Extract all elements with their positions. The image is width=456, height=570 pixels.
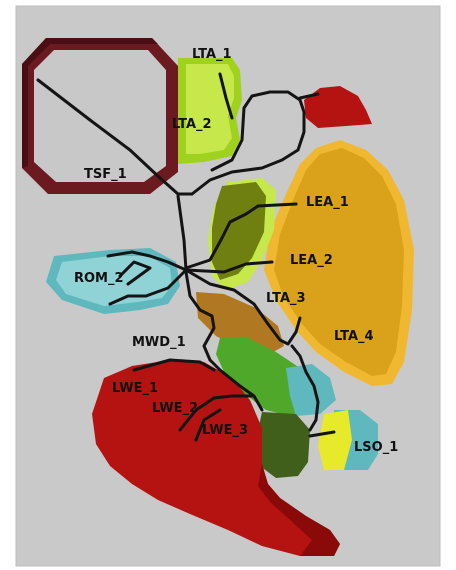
haul-road [190,90,306,196]
mwd-teal-ramp [286,364,336,416]
label-lta-1: LTA_1 [192,47,232,62]
label-lea-2: LEA_2 [290,253,333,268]
label-lta-2: LTA_2 [172,117,212,132]
haul-road [184,260,274,274]
haul-road [184,270,216,362]
haul-road [184,268,302,346]
haul-road [298,92,320,100]
label-mwd-1: MWD_1 [132,335,186,350]
haul-roads [36,72,336,442]
label-lta-3: LTA_3 [266,291,306,306]
red-pit-north [304,86,372,128]
lta-3-stockpile [196,292,284,356]
haul-road [106,250,188,272]
label-rom-2: ROM_2 [74,271,124,286]
lta-4-dump [274,148,404,376]
haul-road [194,408,222,442]
haul-road [176,194,188,272]
label-lso-1: LSO_1 [354,440,398,455]
lta-1-dump-top [186,64,234,154]
haul-road [184,202,298,270]
label-lwe-2: LWE_2 [152,401,198,416]
label-lea-1: LEA_1 [306,195,349,210]
lwe-3-dump [256,412,310,478]
haul-road [218,72,234,120]
label-lwe-3: LWE_3 [202,423,248,438]
haul-road [108,268,188,306]
tsf-1-inner [34,50,166,182]
label-tsf-1: TSF_1 [84,167,127,182]
haul-road [178,394,254,432]
haul-road [208,358,264,412]
haul-road [290,344,320,432]
haul-road [132,358,216,372]
lwe-red-dump-shade [258,464,340,556]
lso-1-yellow [318,410,352,470]
label-lta-4: LTA_4 [334,329,374,344]
tsf-1-facility [22,38,178,194]
lea-dump [212,182,266,280]
haul-road [36,78,194,196]
tsf-1-rim-shade [22,38,158,168]
label-lwe-1: LWE_1 [112,381,158,396]
rom-2-pad-top [56,256,172,306]
haul-road [118,260,152,286]
haul-road [308,430,336,438]
